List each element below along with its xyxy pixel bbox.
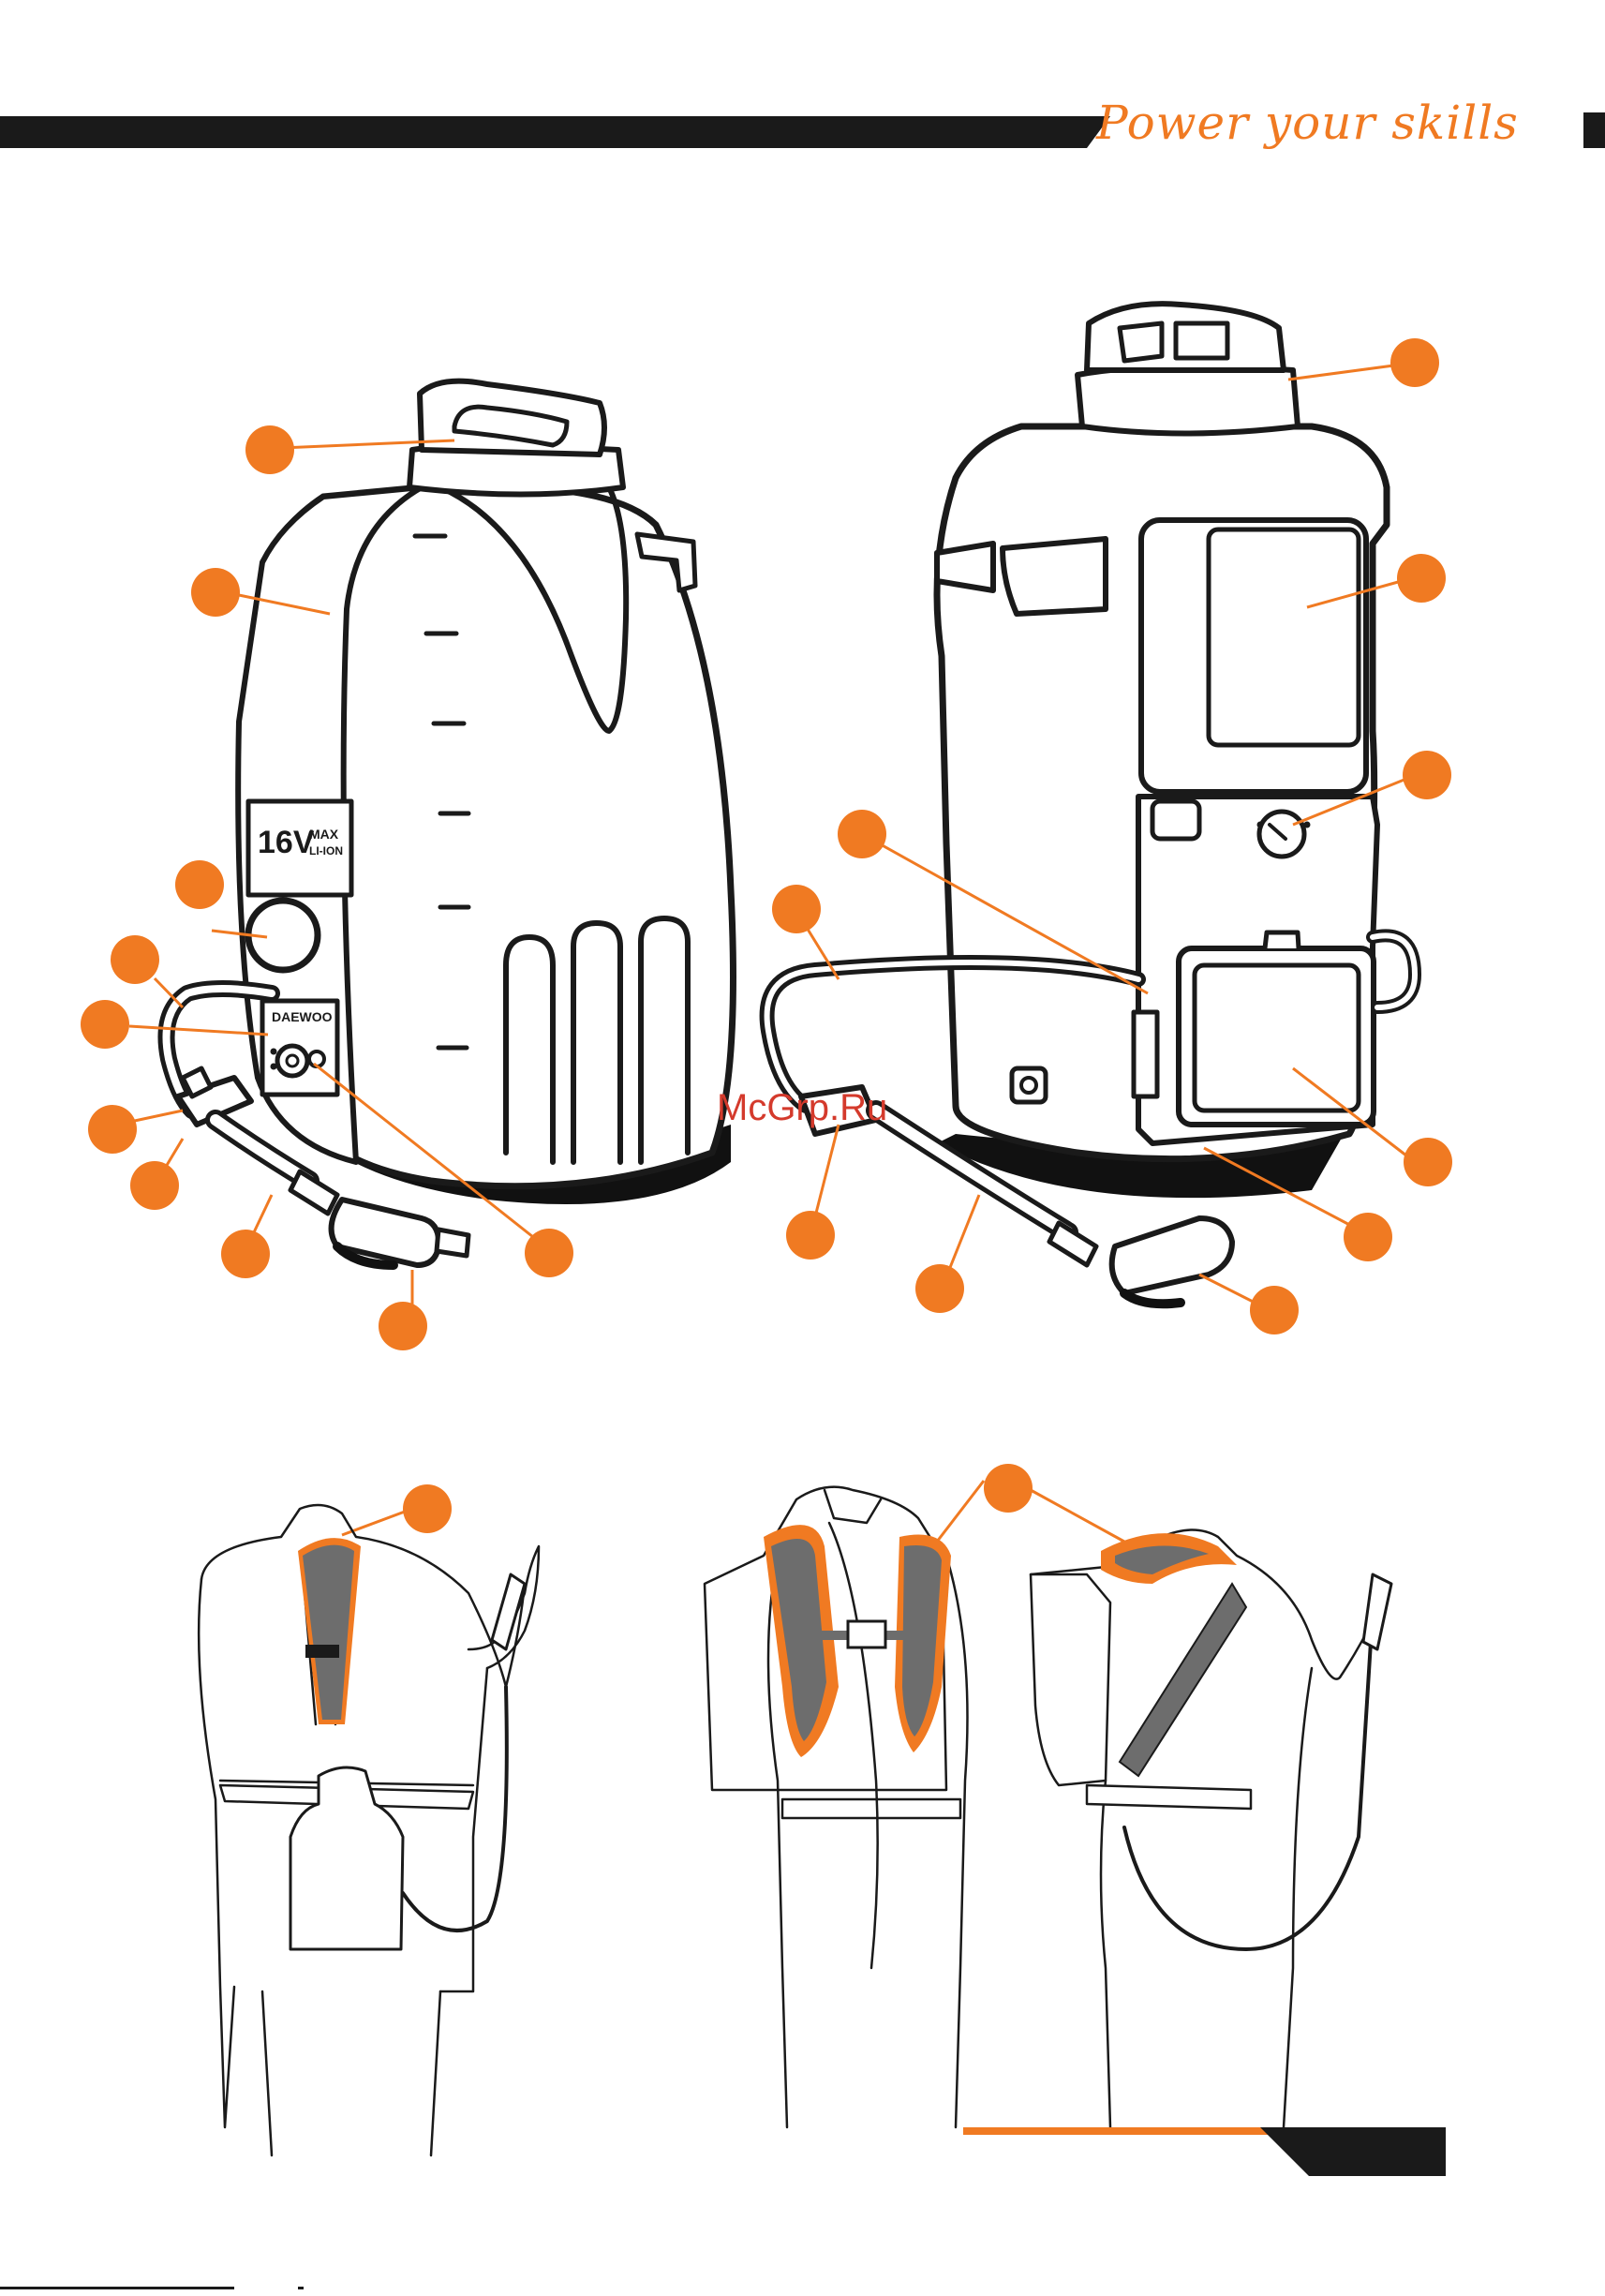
slogan: Power your skills bbox=[1096, 96, 1519, 150]
person-shoulder-strap bbox=[199, 1505, 539, 2155]
callout-marker bbox=[1390, 338, 1439, 387]
footer-bar bbox=[0, 2127, 1446, 2289]
callout-marker bbox=[1397, 554, 1446, 603]
callout-marker bbox=[111, 935, 159, 984]
callout-marker bbox=[379, 1302, 427, 1350]
callout-marker bbox=[403, 1484, 452, 1533]
callout-marker bbox=[1344, 1213, 1392, 1261]
callout-marker bbox=[1250, 1286, 1299, 1334]
callout-marker bbox=[1403, 751, 1451, 799]
voltage-label: 16V bbox=[258, 825, 315, 860]
callout-marker bbox=[838, 810, 886, 858]
callout-marker bbox=[915, 1264, 964, 1313]
callout-marker bbox=[175, 860, 224, 909]
callout-marker bbox=[191, 568, 240, 617]
crossbody-strap-orange bbox=[1101, 1533, 1246, 1776]
callout-marker bbox=[786, 1211, 835, 1260]
callout-marker bbox=[772, 885, 821, 933]
voltage-suffix-bottom: LI-ION bbox=[309, 844, 343, 857]
callout-marker bbox=[221, 1230, 270, 1278]
callout-marker bbox=[81, 1000, 129, 1049]
callout-marker bbox=[984, 1464, 1033, 1513]
sprayer-front-view: 16V MAX LI-ION DAEWOO bbox=[167, 381, 734, 1265]
voltage-suffix-top: MAX bbox=[309, 827, 339, 842]
callout-marker bbox=[245, 425, 294, 474]
sprayer-back-view bbox=[767, 304, 1415, 1304]
watermark: McGrp.Ru bbox=[717, 1087, 887, 1129]
callout-marker bbox=[525, 1229, 573, 1277]
callout-marker bbox=[88, 1105, 137, 1154]
callout-marker bbox=[1404, 1138, 1452, 1186]
brand-label: DAEWOO bbox=[272, 1009, 333, 1024]
callout-marker bbox=[130, 1161, 179, 1210]
